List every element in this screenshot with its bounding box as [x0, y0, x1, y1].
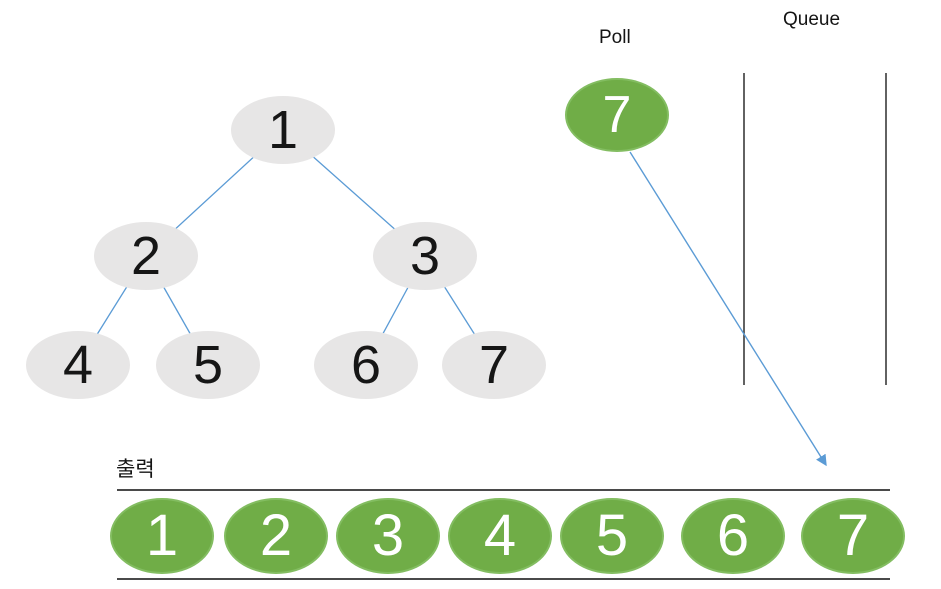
output-node-7: 7 [801, 498, 905, 574]
tree-node-7: 7 [442, 331, 546, 399]
output-node-2: 2 [224, 498, 328, 574]
queue-label: Queue [783, 9, 841, 30]
queue-walls [743, 73, 887, 385]
tree-node-6: 6 [314, 331, 418, 399]
poll-to-output-arrow-icon [629, 151, 827, 467]
output-label: 출력 [116, 458, 155, 481]
tree-node-3: 3 [373, 222, 477, 290]
output-channel-lines [117, 489, 890, 580]
output-node-3: 3 [336, 498, 440, 574]
tree-node-1: 1 [231, 96, 335, 164]
output-node-5: 5 [560, 498, 664, 574]
tree-node-5: 5 [156, 331, 260, 399]
tree-node-4: 4 [26, 331, 130, 399]
output-node-6: 6 [681, 498, 785, 574]
tree-node-2: 2 [94, 222, 198, 290]
poll-node: 7 [565, 78, 669, 152]
output-node-4: 4 [448, 498, 552, 574]
poll-label: Poll [599, 27, 631, 48]
output-node-1: 1 [110, 498, 214, 574]
